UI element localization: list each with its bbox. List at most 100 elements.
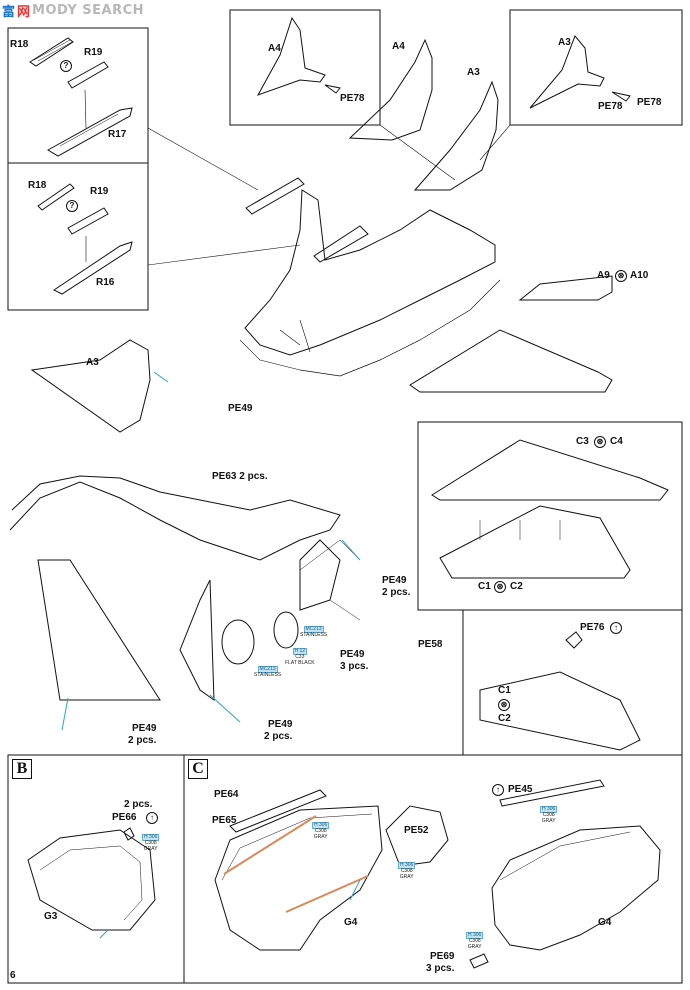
- paint-name: GRAY: [467, 943, 482, 950]
- part-canopy-rail: [245, 177, 305, 215]
- main-aircraft-upper: [239, 38, 501, 377]
- section-c-letter: C: [188, 759, 208, 779]
- paint-note-h306-c1: H 306 C308 GRAY: [312, 822, 330, 840]
- paint-note-h306-c3: H 306 C308 GRAY: [540, 806, 558, 824]
- paint-code: MC213: [257, 666, 278, 674]
- watermark-cjk-a: 富: [2, 4, 16, 20]
- part-pe66: [123, 827, 135, 841]
- label-g4-right: G4: [598, 917, 612, 928]
- paint-code-2: C308: [400, 868, 413, 875]
- paint-note-h306-b: H 306 C308 GRAY: [142, 834, 160, 852]
- label-pe63: PE63 2 pcs.: [212, 471, 268, 482]
- part-a4-main: [348, 38, 433, 141]
- part-pe45: [499, 779, 605, 807]
- section-b-letter: B: [12, 759, 32, 779]
- label-pe49-bottom-mid-pcs: 2 pcs.: [264, 731, 293, 742]
- label-r18-top: R18: [10, 39, 29, 50]
- label-pe58: PE58: [418, 639, 443, 650]
- paint-code: H 306: [398, 862, 416, 870]
- label-pe78-box-b: PE78: [598, 101, 623, 112]
- part-r19-top: [67, 61, 109, 89]
- glue-icon-c1: ⊛: [494, 581, 506, 593]
- part-pe64-pe65: [229, 789, 327, 833]
- label-a10: A10: [630, 270, 649, 281]
- label-pe49-right-pcs: 2 pcs.: [382, 587, 411, 598]
- paint-name: FLAT BLACK: [285, 659, 315, 666]
- paint-code: H 12: [292, 648, 308, 656]
- paint-name: STAINLESS: [254, 672, 282, 679]
- part-pe52: [385, 805, 449, 867]
- part-r17: [47, 107, 133, 157]
- glue-icon-a9: ⊛: [615, 270, 627, 282]
- label-a3-box: A3: [558, 37, 571, 48]
- part-r16: [53, 241, 133, 295]
- label-c2: C2: [510, 581, 523, 592]
- part-wing-underside: [409, 329, 613, 393]
- paint-name: GRAY: [541, 817, 556, 824]
- label-c1-b: C1: [498, 685, 511, 696]
- part-spine-panel: [313, 225, 369, 263]
- label-pe76: PE76: [580, 622, 605, 633]
- page-number: 6: [10, 970, 16, 981]
- paint-code-2: C33: [295, 654, 305, 661]
- label-c2-b: C2: [498, 713, 511, 724]
- watermark-logo: 富 网 MODY SEARCH: [2, 2, 145, 20]
- part-nozzle-right: [273, 611, 299, 649]
- label-a9: A9: [597, 270, 610, 281]
- glue-icon-c1-b: ⊛: [498, 699, 510, 711]
- part-fin-root: [299, 539, 341, 611]
- inset-box-pe76: [462, 609, 683, 756]
- paint-code: H 306: [540, 806, 558, 814]
- label-a3-left: A3: [86, 357, 99, 368]
- part-g3: [27, 829, 156, 931]
- paint-name: GRAY: [399, 873, 414, 880]
- paint-code-2: C308: [144, 840, 157, 847]
- part-pe69: [469, 953, 489, 969]
- section-b-frame: [7, 754, 185, 984]
- watermark-word: MODY SEARCH: [32, 2, 145, 18]
- paint-code: H 306: [466, 932, 484, 940]
- part-a3-left: [30, 339, 151, 433]
- label-g3: G3: [44, 911, 58, 922]
- label-pe65: PE65: [212, 815, 237, 826]
- inset-box-r16: [7, 162, 149, 311]
- label-pe52: PE52: [404, 825, 429, 836]
- part-ventral-fin: [179, 579, 215, 701]
- label-pe49-right: PE49: [382, 575, 407, 586]
- paint-note-h12: H 12 C33 FLAT BLACK: [285, 648, 315, 666]
- inset-box-a4: [229, 9, 381, 126]
- inset-box-a3: [509, 9, 683, 126]
- question-mark-mid: ?: [66, 200, 78, 212]
- label-b-pcs: 2 pcs.: [124, 799, 153, 810]
- part-horizontal-stab: [37, 559, 161, 701]
- label-pe64: PE64: [214, 789, 239, 800]
- part-a4-inset: [256, 16, 326, 96]
- part-r18-top: [29, 37, 74, 67]
- label-pe69: PE69: [430, 951, 455, 962]
- label-pe78-box-c: PE78: [637, 97, 662, 108]
- paint-code-2: C308: [314, 828, 327, 835]
- label-a3-main: A3: [467, 67, 480, 78]
- part-nozzle-left: [221, 619, 255, 665]
- part-pe76: [565, 631, 583, 649]
- label-pe49-mid: PE49: [340, 649, 365, 660]
- paint-name: GRAY: [313, 833, 328, 840]
- label-pe66: PE66: [112, 812, 137, 823]
- inset-box-r17: [7, 27, 149, 164]
- label-a4-main: A4: [392, 41, 405, 52]
- part-a3-main: [413, 80, 499, 191]
- arrow-up-icon-pe66: ↑: [146, 812, 158, 824]
- label-r19-top: R19: [84, 47, 103, 58]
- paint-note-mc213-b: MC213 STAINLESS: [254, 666, 281, 679]
- wing-inset-drawing: [431, 439, 669, 579]
- question-mark-top: ?: [60, 60, 72, 72]
- paint-code: H 306: [142, 834, 160, 842]
- label-pe45: PE45: [508, 784, 533, 795]
- paint-note-h306-c2: H 306 C308 GRAY: [398, 862, 416, 880]
- paint-note-h306-c4: H 306 C308 GRAY: [466, 932, 484, 950]
- part-pe76-wing: [479, 671, 641, 751]
- paint-code-2: C308: [468, 938, 481, 945]
- watermark-cjk-b: 网: [17, 4, 31, 20]
